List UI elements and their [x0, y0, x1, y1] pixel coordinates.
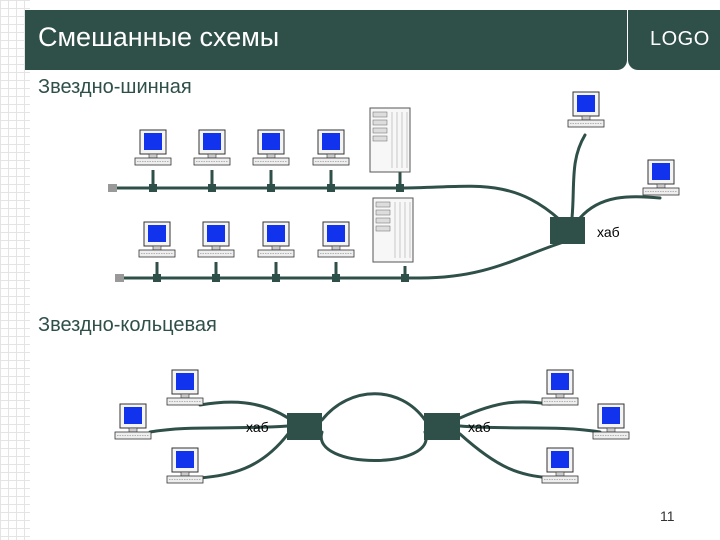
hub-icon — [550, 217, 585, 244]
computer-icon — [166, 369, 204, 406]
bus-connectors — [149, 184, 409, 282]
section-label-star-ring: Звездно-кольцевая — [38, 314, 217, 336]
hub-label: хаб — [468, 419, 491, 435]
server-icon — [372, 197, 414, 263]
server-icon — [369, 107, 411, 173]
logo: LOGO — [650, 28, 710, 50]
computer-icon — [114, 403, 152, 440]
computer-icon — [193, 129, 231, 166]
computer-icon — [592, 403, 630, 440]
hub-label: хаб — [597, 224, 620, 240]
computer-icon — [134, 129, 172, 166]
background-grid — [0, 0, 30, 540]
computer-icon — [252, 129, 290, 166]
hub-icon — [287, 413, 322, 440]
computer-icon — [541, 369, 579, 406]
page-number: 11 — [660, 508, 675, 524]
bus-terminator — [108, 184, 117, 192]
bus-terminator — [115, 274, 124, 282]
hub-label: хаб — [246, 419, 269, 435]
title-bar — [25, 10, 627, 70]
computer-icon — [166, 447, 204, 484]
star-bus-cables — [111, 133, 662, 280]
computer-icon — [541, 447, 579, 484]
computer-icon — [257, 221, 295, 258]
slide-title: Смешанные схемы — [38, 22, 280, 52]
section-label-star-bus: Звездно-шинная — [38, 76, 192, 98]
computer-icon — [197, 221, 235, 258]
computer-icon — [642, 159, 680, 196]
computer-icon — [317, 221, 355, 258]
star-ring-cables — [148, 392, 602, 480]
computer-icon — [312, 129, 350, 166]
logo-box — [628, 10, 720, 70]
hub-icon — [424, 413, 460, 440]
computer-icon — [567, 91, 605, 128]
computer-icon — [138, 221, 176, 258]
